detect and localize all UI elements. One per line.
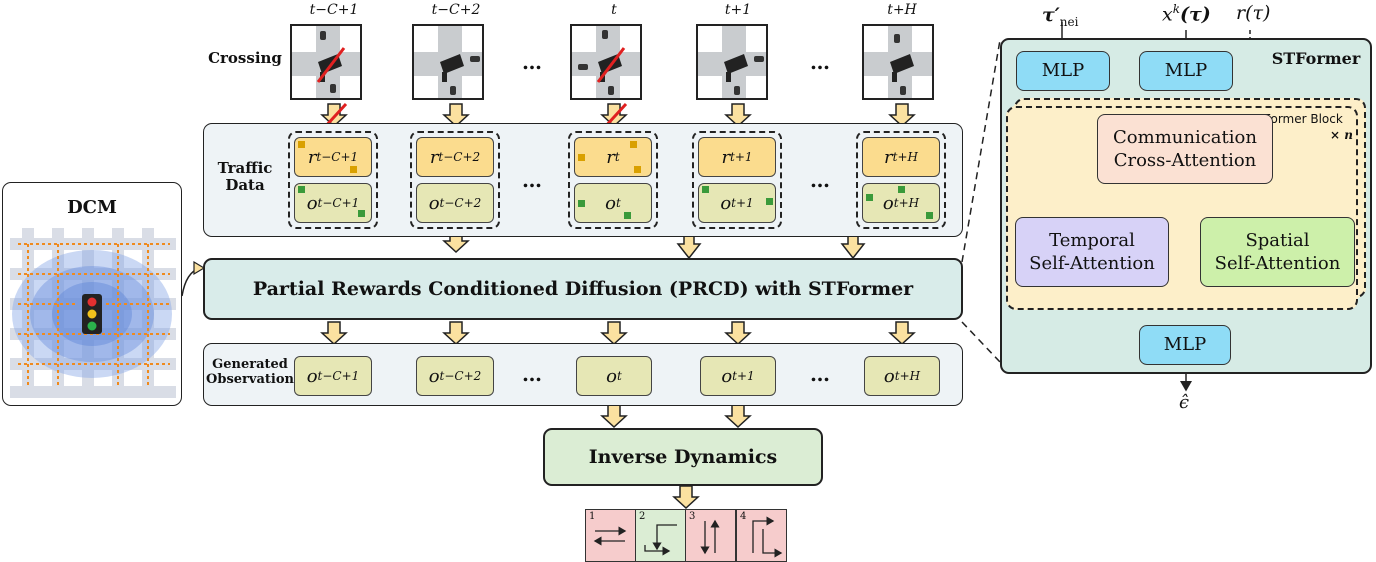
- timestep-group: [856, 131, 946, 229]
- data-marker: [358, 210, 365, 217]
- timestep-group: [410, 131, 500, 229]
- crossing-label: Crossing: [208, 49, 282, 67]
- input-tau-nei: τ′nei: [1042, 4, 1079, 29]
- data-marker: [926, 212, 933, 219]
- prcd-arrow: [601, 321, 627, 345]
- intersection-icon: [698, 26, 766, 98]
- data-marker: [350, 166, 357, 173]
- timestep-group: [568, 131, 658, 229]
- phase-arrows: [593, 516, 783, 558]
- data-marker: [578, 154, 585, 161]
- crossing-image: [862, 24, 934, 100]
- mlp-block-x: MLP: [1139, 51, 1233, 91]
- input-r-tau: r(τ): [1236, 2, 1271, 24]
- times-n-label: × n: [1330, 128, 1353, 142]
- crossing-image: [696, 24, 768, 100]
- output-epsilon-hat: ϵ̂: [1179, 392, 1190, 413]
- inverse-arrow: [673, 485, 699, 509]
- data-marker: [298, 186, 305, 193]
- crossing-image: [570, 24, 642, 100]
- stformer-title: STFormer: [1271, 49, 1361, 68]
- timestep-group: [692, 131, 782, 229]
- time-label: t−C+2: [431, 2, 481, 18]
- time-label: t+1: [724, 2, 752, 18]
- zoom-line: [961, 321, 1001, 363]
- data-marker: [702, 186, 709, 193]
- time-label: t−C+1: [309, 2, 359, 18]
- crossing-image: [412, 24, 484, 100]
- data-marker: [766, 198, 773, 205]
- data-marker: [898, 186, 905, 193]
- data-marker: [630, 141, 637, 148]
- dcm-label: DCM: [67, 197, 117, 218]
- ellipsis: …: [522, 50, 542, 74]
- mlp-block-nei: MLP: [1016, 51, 1110, 91]
- prcd-arrow: [725, 321, 751, 345]
- intersection-icon: [864, 26, 932, 98]
- time-label: t: [611, 2, 617, 18]
- intersection-icon: [414, 26, 482, 98]
- intersection-icon: [572, 26, 640, 98]
- data-marker: [298, 141, 305, 148]
- input-xk-tau: xk(τ): [1162, 2, 1211, 26]
- ellipsis: …: [522, 168, 542, 192]
- prcd-block: Partial Rewards Conditioned Diffusion (P…: [203, 258, 963, 320]
- prcd-arrow: [443, 321, 469, 345]
- prcd-arrow: [889, 321, 915, 345]
- ellipsis: …: [810, 362, 830, 386]
- mlp-block-output: MLP: [1139, 325, 1231, 365]
- former-block-label: Former Block: [1264, 112, 1343, 126]
- dcm-grid-illustration: [10, 228, 176, 398]
- data-marker: [866, 194, 873, 201]
- timestep-group: [288, 131, 378, 229]
- inverse-dynamics-block: Inverse Dynamics: [543, 428, 823, 486]
- intersection-icon: [292, 26, 360, 98]
- data-marker: [624, 212, 631, 219]
- generated-arrow: [725, 404, 751, 428]
- ellipsis: …: [810, 50, 830, 74]
- data-marker: [634, 166, 641, 173]
- prcd-arrow: [321, 321, 347, 345]
- data-marker: [578, 200, 585, 207]
- ellipsis: …: [522, 362, 542, 386]
- zoom-line: [961, 39, 1001, 263]
- generated-arrow: [601, 404, 627, 428]
- ellipsis: …: [810, 168, 830, 192]
- time-label: t+H: [887, 2, 917, 18]
- crossing-image: [290, 24, 362, 100]
